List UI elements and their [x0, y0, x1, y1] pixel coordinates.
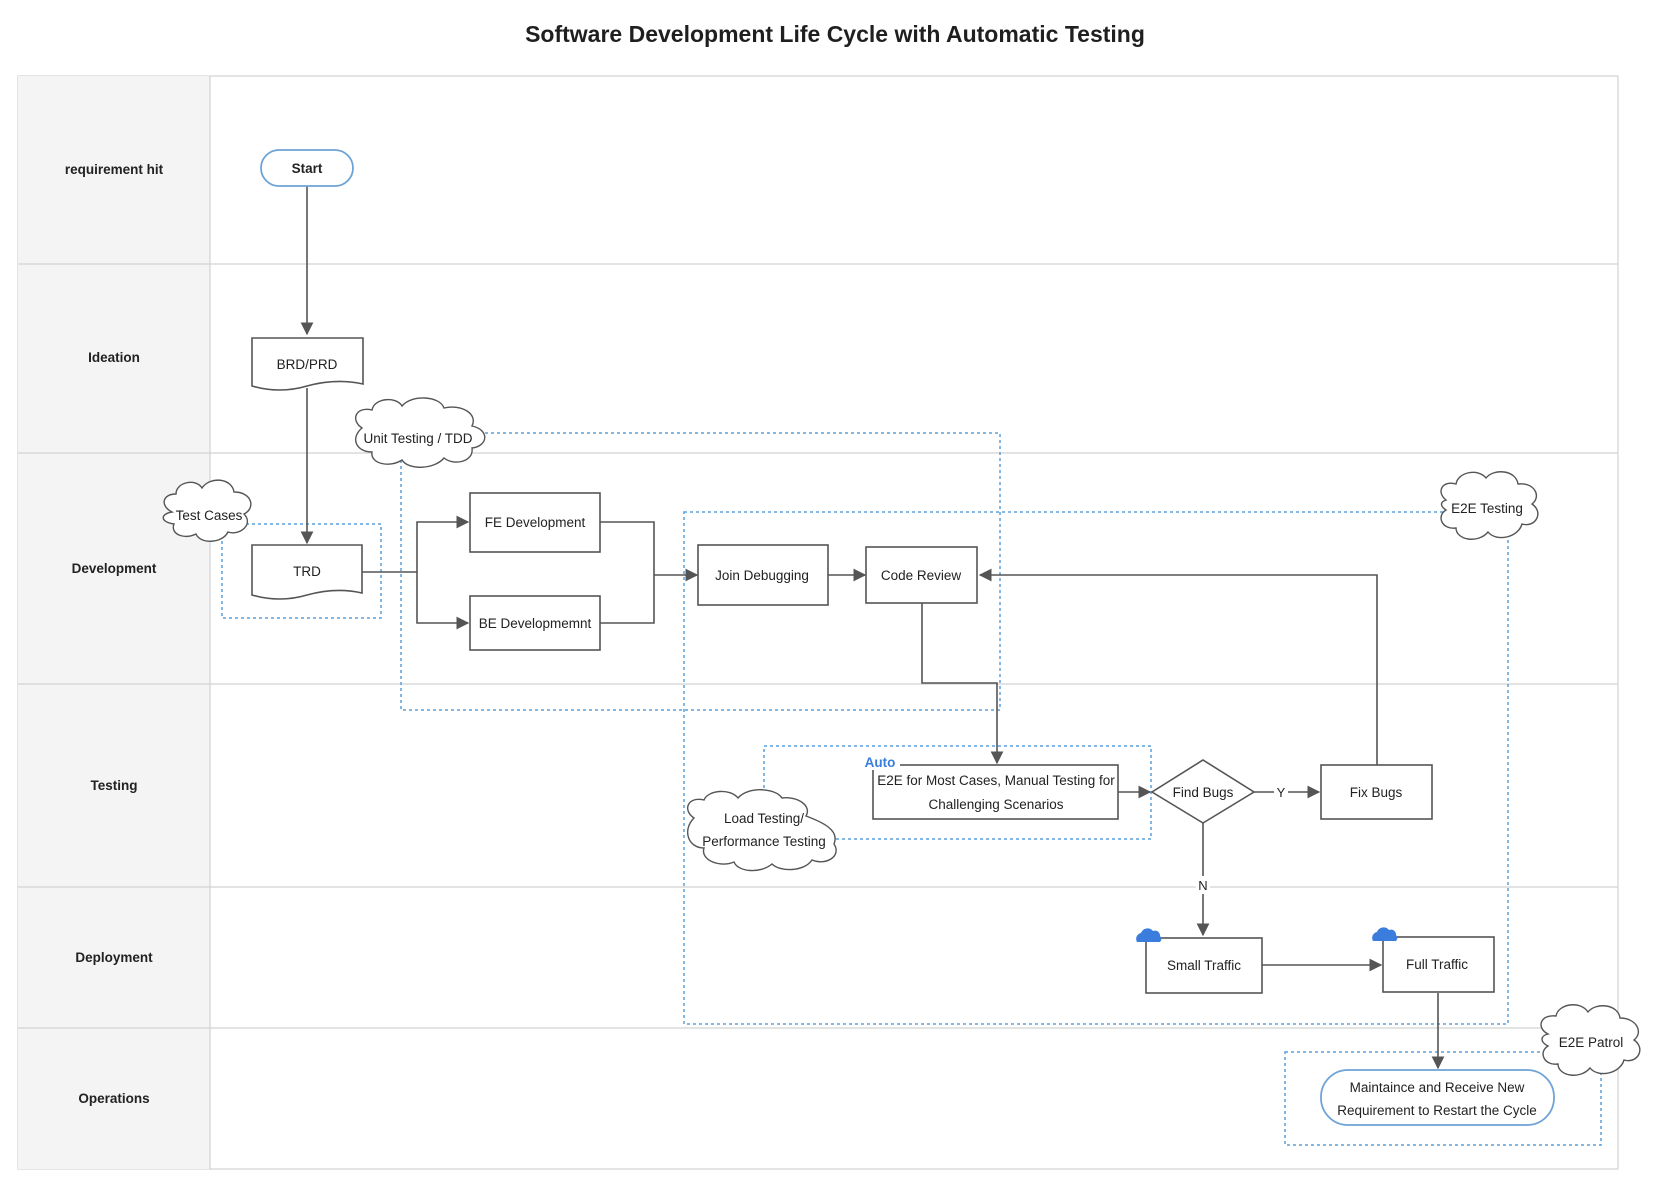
unit-testing-label: Unit Testing / TDD [363, 431, 472, 446]
e2e-testing-label-line1: E2E for Most Cases, Manual Testing for [877, 773, 1115, 788]
full-traffic-label: Full Traffic [1406, 957, 1468, 972]
fix-bugs-label: Fix Bugs [1350, 785, 1403, 800]
lane-label-operations: Operations [78, 1091, 149, 1106]
lane-header-column [18, 76, 210, 1169]
test-cases-label: Test Cases [176, 508, 243, 523]
code-review-label: Code Review [881, 568, 962, 583]
e2e-patrol-label: E2E Patrol [1559, 1035, 1624, 1050]
start-label: Start [292, 161, 323, 176]
diagram-title: Software Development Life Cycle with Aut… [525, 21, 1145, 47]
join-debugging-label: Join Debugging [715, 568, 809, 583]
lane-label-testing: Testing [91, 778, 138, 793]
e2e-testing-cloud-label: E2E Testing [1451, 501, 1523, 516]
edge-trd-be [416, 572, 470, 630]
small-traffic-label: Small Traffic [1167, 958, 1241, 973]
load-testing-cloud: Load Testing/ Performance Testing [686, 789, 837, 872]
edge-label-yes: Y [1277, 785, 1286, 800]
full-traffic-node: Full Traffic [1382, 936, 1495, 993]
lane-label-deployment: Deployment [75, 950, 153, 965]
code-review-node: Code Review [865, 546, 978, 604]
edge-review-e2e [921, 603, 1004, 765]
fe-development-label: FE Development [485, 515, 586, 530]
be-development-node: BE Developmemnt [469, 595, 601, 651]
lane-label-development: Development [72, 561, 157, 576]
e2e-testing-cloud: E2E Testing [1440, 471, 1539, 540]
fix-bugs-node: Fix Bugs [1320, 764, 1433, 820]
unit-testing-cloud: Unit Testing / TDD [354, 397, 486, 468]
maintenance-label-line1: Maintaince and Receive New [1350, 1080, 1525, 1095]
brd-prd-label: BRD/PRD [277, 357, 338, 372]
fe-development-node: FE Development [469, 492, 601, 553]
edge-label-no: N [1198, 878, 1207, 893]
trd-label: TRD [293, 564, 321, 579]
maintenance-label-line2: Requirement to Restart the Cycle [1337, 1103, 1537, 1118]
small-traffic-node: Small Traffic [1145, 937, 1263, 994]
auto-label: Auto [865, 755, 896, 770]
find-bugs-decision: Find Bugs [1150, 759, 1256, 824]
lane-label-ideation: Ideation [88, 350, 140, 365]
e2e-patrol-cloud: E2E Patrol [1540, 1004, 1641, 1076]
swimlane-frame [17, 75, 1619, 1170]
lane-label-requirement-hit: requirement hit [65, 162, 164, 177]
trd-node: TRD [251, 544, 363, 600]
e2e-testing-label-line2: Challenging Scenarios [928, 797, 1063, 812]
join-debugging-node: Join Debugging [697, 544, 829, 606]
edge-fe-be-merge [600, 521, 655, 624]
edge-trd-fe [362, 515, 470, 573]
load-testing-label-line2: Performance Testing [702, 834, 826, 849]
find-bugs-label: Find Bugs [1173, 785, 1234, 800]
load-testing-label-line1: Load Testing/ [724, 811, 804, 826]
e2e-patrol-group [1284, 1051, 1602, 1146]
e2e-testing-group [683, 511, 1509, 1025]
be-development-label: BE Developmemnt [479, 616, 592, 631]
start-node: Start [260, 149, 354, 187]
edge-fixbugs-review [978, 568, 1378, 765]
test-cases-cloud: Test Cases [162, 479, 252, 542]
e2e-testing-node: E2E for Most Cases, Manual Testing for C… [872, 764, 1119, 820]
cloud-icon [1372, 927, 1398, 941]
test-cases-group [221, 523, 382, 619]
cloud-icon [1136, 928, 1162, 942]
maintenance-node: Maintaince and Receive New Requirement t… [1320, 1069, 1555, 1126]
brd-prd-node: BRD/PRD [251, 337, 364, 391]
